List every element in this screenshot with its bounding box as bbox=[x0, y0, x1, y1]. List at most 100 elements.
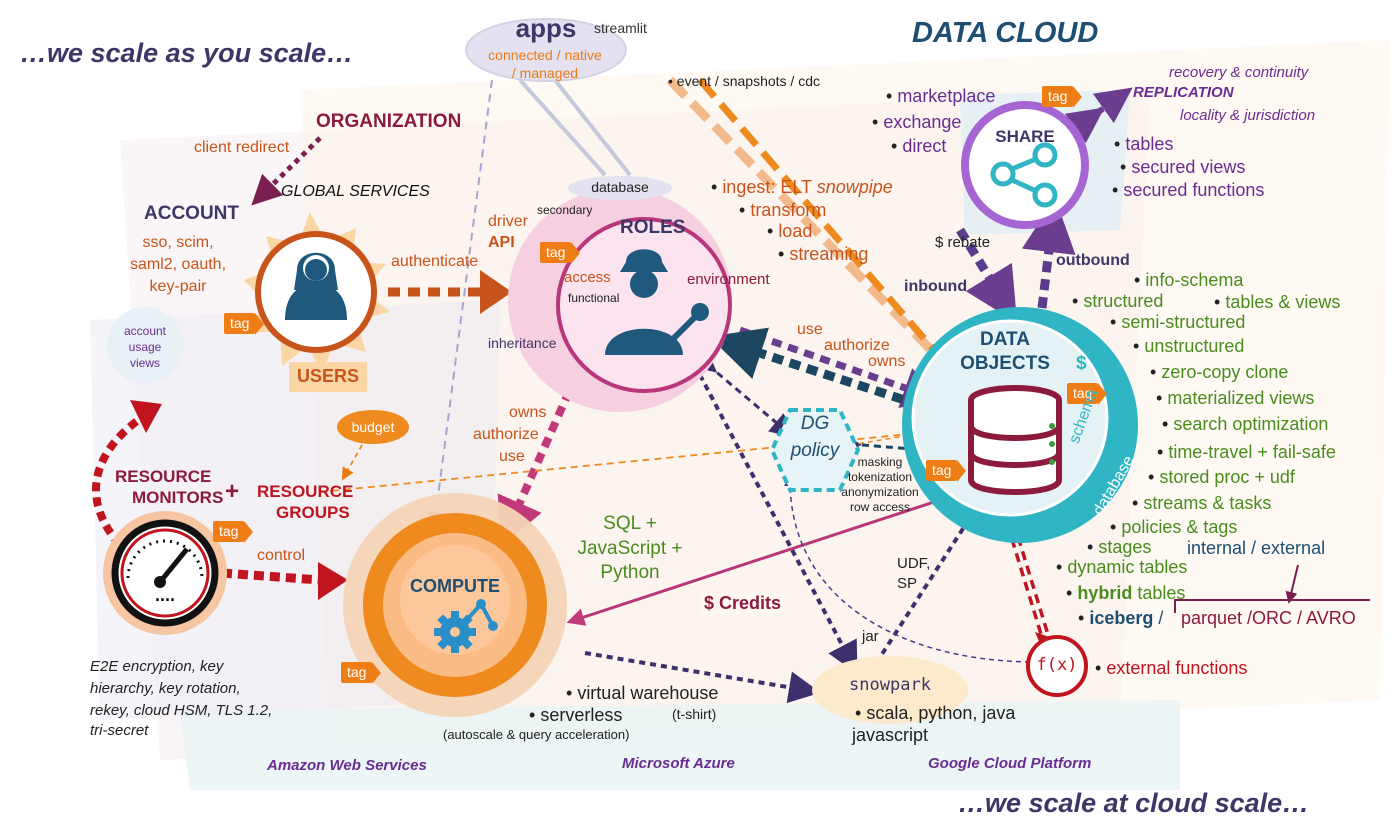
snowpark-javascript: javascript bbox=[852, 725, 929, 745]
dg-row-access: row access bbox=[849, 500, 911, 514]
resource-monitors-2: MONITORS bbox=[132, 488, 224, 507]
compute-serverless: serverless bbox=[529, 705, 622, 726]
dg-policy-hex bbox=[769, 408, 861, 492]
usage-views-1: account bbox=[123, 324, 167, 338]
account-auth-2: saml2, oauth, bbox=[129, 256, 227, 273]
dg-policy-title-2: policy bbox=[790, 440, 840, 461]
cloud-gcp: Google Cloud Platform bbox=[928, 755, 1092, 772]
roles-title: ROLES bbox=[620, 217, 686, 238]
organization-title: ORGANIZATION bbox=[316, 111, 462, 132]
tagline-scale-cloud: …we scale at cloud scale… bbox=[958, 788, 1310, 818]
client-redirect-label: client redirect bbox=[194, 139, 290, 156]
account-title: ACCOUNT bbox=[144, 203, 239, 224]
feature-unstructured: unstructured bbox=[1133, 336, 1244, 357]
authenticate-label: authenticate bbox=[391, 253, 479, 270]
roles-tag: tag bbox=[540, 242, 582, 264]
resource-groups-1: RESOURCE bbox=[257, 482, 354, 501]
feature-dynamic-tables: dynamic tables bbox=[1056, 557, 1187, 578]
share-source-exchange: exchange bbox=[872, 112, 961, 133]
gauge-node bbox=[103, 511, 227, 635]
feature-zero-copy-clone: zero-copy clone bbox=[1150, 362, 1288, 383]
apps-sub1: connected / native bbox=[488, 47, 602, 63]
dg-masking: masking bbox=[857, 455, 903, 469]
account-usage-bubble bbox=[107, 307, 183, 383]
usage-views-2: usage bbox=[128, 340, 162, 354]
share-source-marketplace: marketplace bbox=[886, 86, 995, 107]
data-objects-tag-2: tag bbox=[926, 460, 968, 482]
share-object-tables: tables bbox=[1114, 134, 1173, 155]
roles-functional-label: functional bbox=[568, 291, 620, 305]
share-node bbox=[961, 101, 1089, 229]
gauge-tag: tag bbox=[213, 521, 255, 543]
roles-database-label: database bbox=[591, 179, 649, 195]
flow-authorize-2: authorize bbox=[473, 426, 539, 443]
compute-title: COMPUTE bbox=[410, 576, 500, 596]
cloud-aws: Amazon Web Services bbox=[267, 757, 427, 774]
feature-hybrid-tables: hybrid tables bbox=[1066, 583, 1185, 604]
share-tag: tag bbox=[1042, 86, 1084, 108]
flow-owns: owns bbox=[868, 353, 906, 370]
gauge-dots: .... bbox=[154, 585, 175, 605]
dg-anonymization: anonymization bbox=[841, 485, 919, 499]
feature-iceberg: iceberg / bbox=[1078, 608, 1163, 629]
users-node bbox=[244, 212, 390, 392]
event-note: event / snapshots / cdc bbox=[668, 73, 820, 89]
feature-tables-views: tables & views bbox=[1214, 292, 1340, 313]
global-services-label: GLOBAL SERVICES bbox=[281, 183, 430, 200]
replication-title: REPLICATION bbox=[1133, 84, 1234, 101]
roles-inheritance-label: inheritance bbox=[488, 335, 557, 351]
compute-tshirt: (t-shirt) bbox=[672, 706, 717, 722]
apps-sub2: / managed bbox=[511, 65, 579, 81]
ingest-load: load bbox=[767, 221, 812, 242]
budget-label: budget bbox=[351, 419, 395, 435]
users-tag: tag bbox=[224, 313, 266, 335]
api-label: API bbox=[488, 234, 515, 251]
apps-title: apps bbox=[515, 13, 577, 43]
feature-structured: structured bbox=[1072, 291, 1163, 312]
replication-recovery: recovery & continuity bbox=[1169, 64, 1309, 81]
compute-node bbox=[343, 493, 567, 717]
security-line-1: E2E encryption, key bbox=[90, 658, 224, 675]
feature-semi-structured: semi-structured bbox=[1110, 312, 1245, 333]
feature-streams-tasks: streams & tasks bbox=[1132, 493, 1271, 514]
replication-locality: locality & jurisdiction bbox=[1180, 107, 1316, 124]
flow-authorize: authorize bbox=[824, 337, 890, 354]
security-line-2: hierarchy, key rotation, bbox=[90, 680, 241, 697]
sp-label: SP bbox=[897, 575, 918, 592]
ingest-streaming: streaming bbox=[778, 244, 868, 265]
driver-label: driver bbox=[488, 213, 529, 230]
share-title: SHARE bbox=[995, 127, 1055, 146]
ingest-elt: ingest: ELT snowpipe bbox=[711, 177, 892, 198]
feature-search-optimization: search optimization bbox=[1162, 414, 1328, 435]
feature-time-travel: time-travel + fail-safe bbox=[1157, 442, 1336, 463]
roles-environment-label: environment bbox=[687, 271, 770, 288]
snowpark-langs: scala, python, java bbox=[855, 703, 1015, 724]
budget-bubble bbox=[337, 410, 409, 444]
hybrid-label: hybrid bbox=[1077, 583, 1133, 603]
iceberg-label: iceberg bbox=[1089, 608, 1154, 628]
cloud-azure: Microsoft Azure bbox=[622, 755, 735, 772]
language-sql: SQL + bbox=[603, 513, 657, 534]
data-cloud-title: DATA CLOUD bbox=[912, 17, 1099, 49]
compute-virtual-warehouse: virtual warehouse bbox=[566, 683, 718, 704]
flow-use-2: use bbox=[499, 448, 525, 465]
snowpark-title: snowpark bbox=[849, 675, 931, 695]
data-objects-tag: tag bbox=[1067, 383, 1109, 405]
security-line-4: tri-secret bbox=[90, 722, 149, 739]
internal-external-label: internal / external bbox=[1187, 538, 1326, 558]
users-label: USERS bbox=[296, 366, 359, 386]
apps-bubble bbox=[465, 18, 627, 82]
tagline-scale-you: …we scale as you scale… bbox=[20, 38, 354, 68]
share-source-direct: direct bbox=[891, 136, 946, 157]
feature-external-functions: external functions bbox=[1095, 658, 1247, 679]
control-label: control bbox=[257, 547, 306, 564]
share-object-views: secured views bbox=[1120, 157, 1245, 178]
usage-views-3: views bbox=[129, 356, 160, 370]
dg-policy-title-1: DG bbox=[800, 413, 830, 434]
jar-label: jar bbox=[862, 628, 879, 645]
data-objects-title-1: DATA bbox=[980, 329, 1030, 350]
account-auth-1: sso, scim, bbox=[142, 234, 214, 251]
feature-stages: stages bbox=[1087, 537, 1151, 558]
ingest-transform: transform bbox=[739, 200, 826, 221]
language-python: Python bbox=[600, 562, 660, 583]
